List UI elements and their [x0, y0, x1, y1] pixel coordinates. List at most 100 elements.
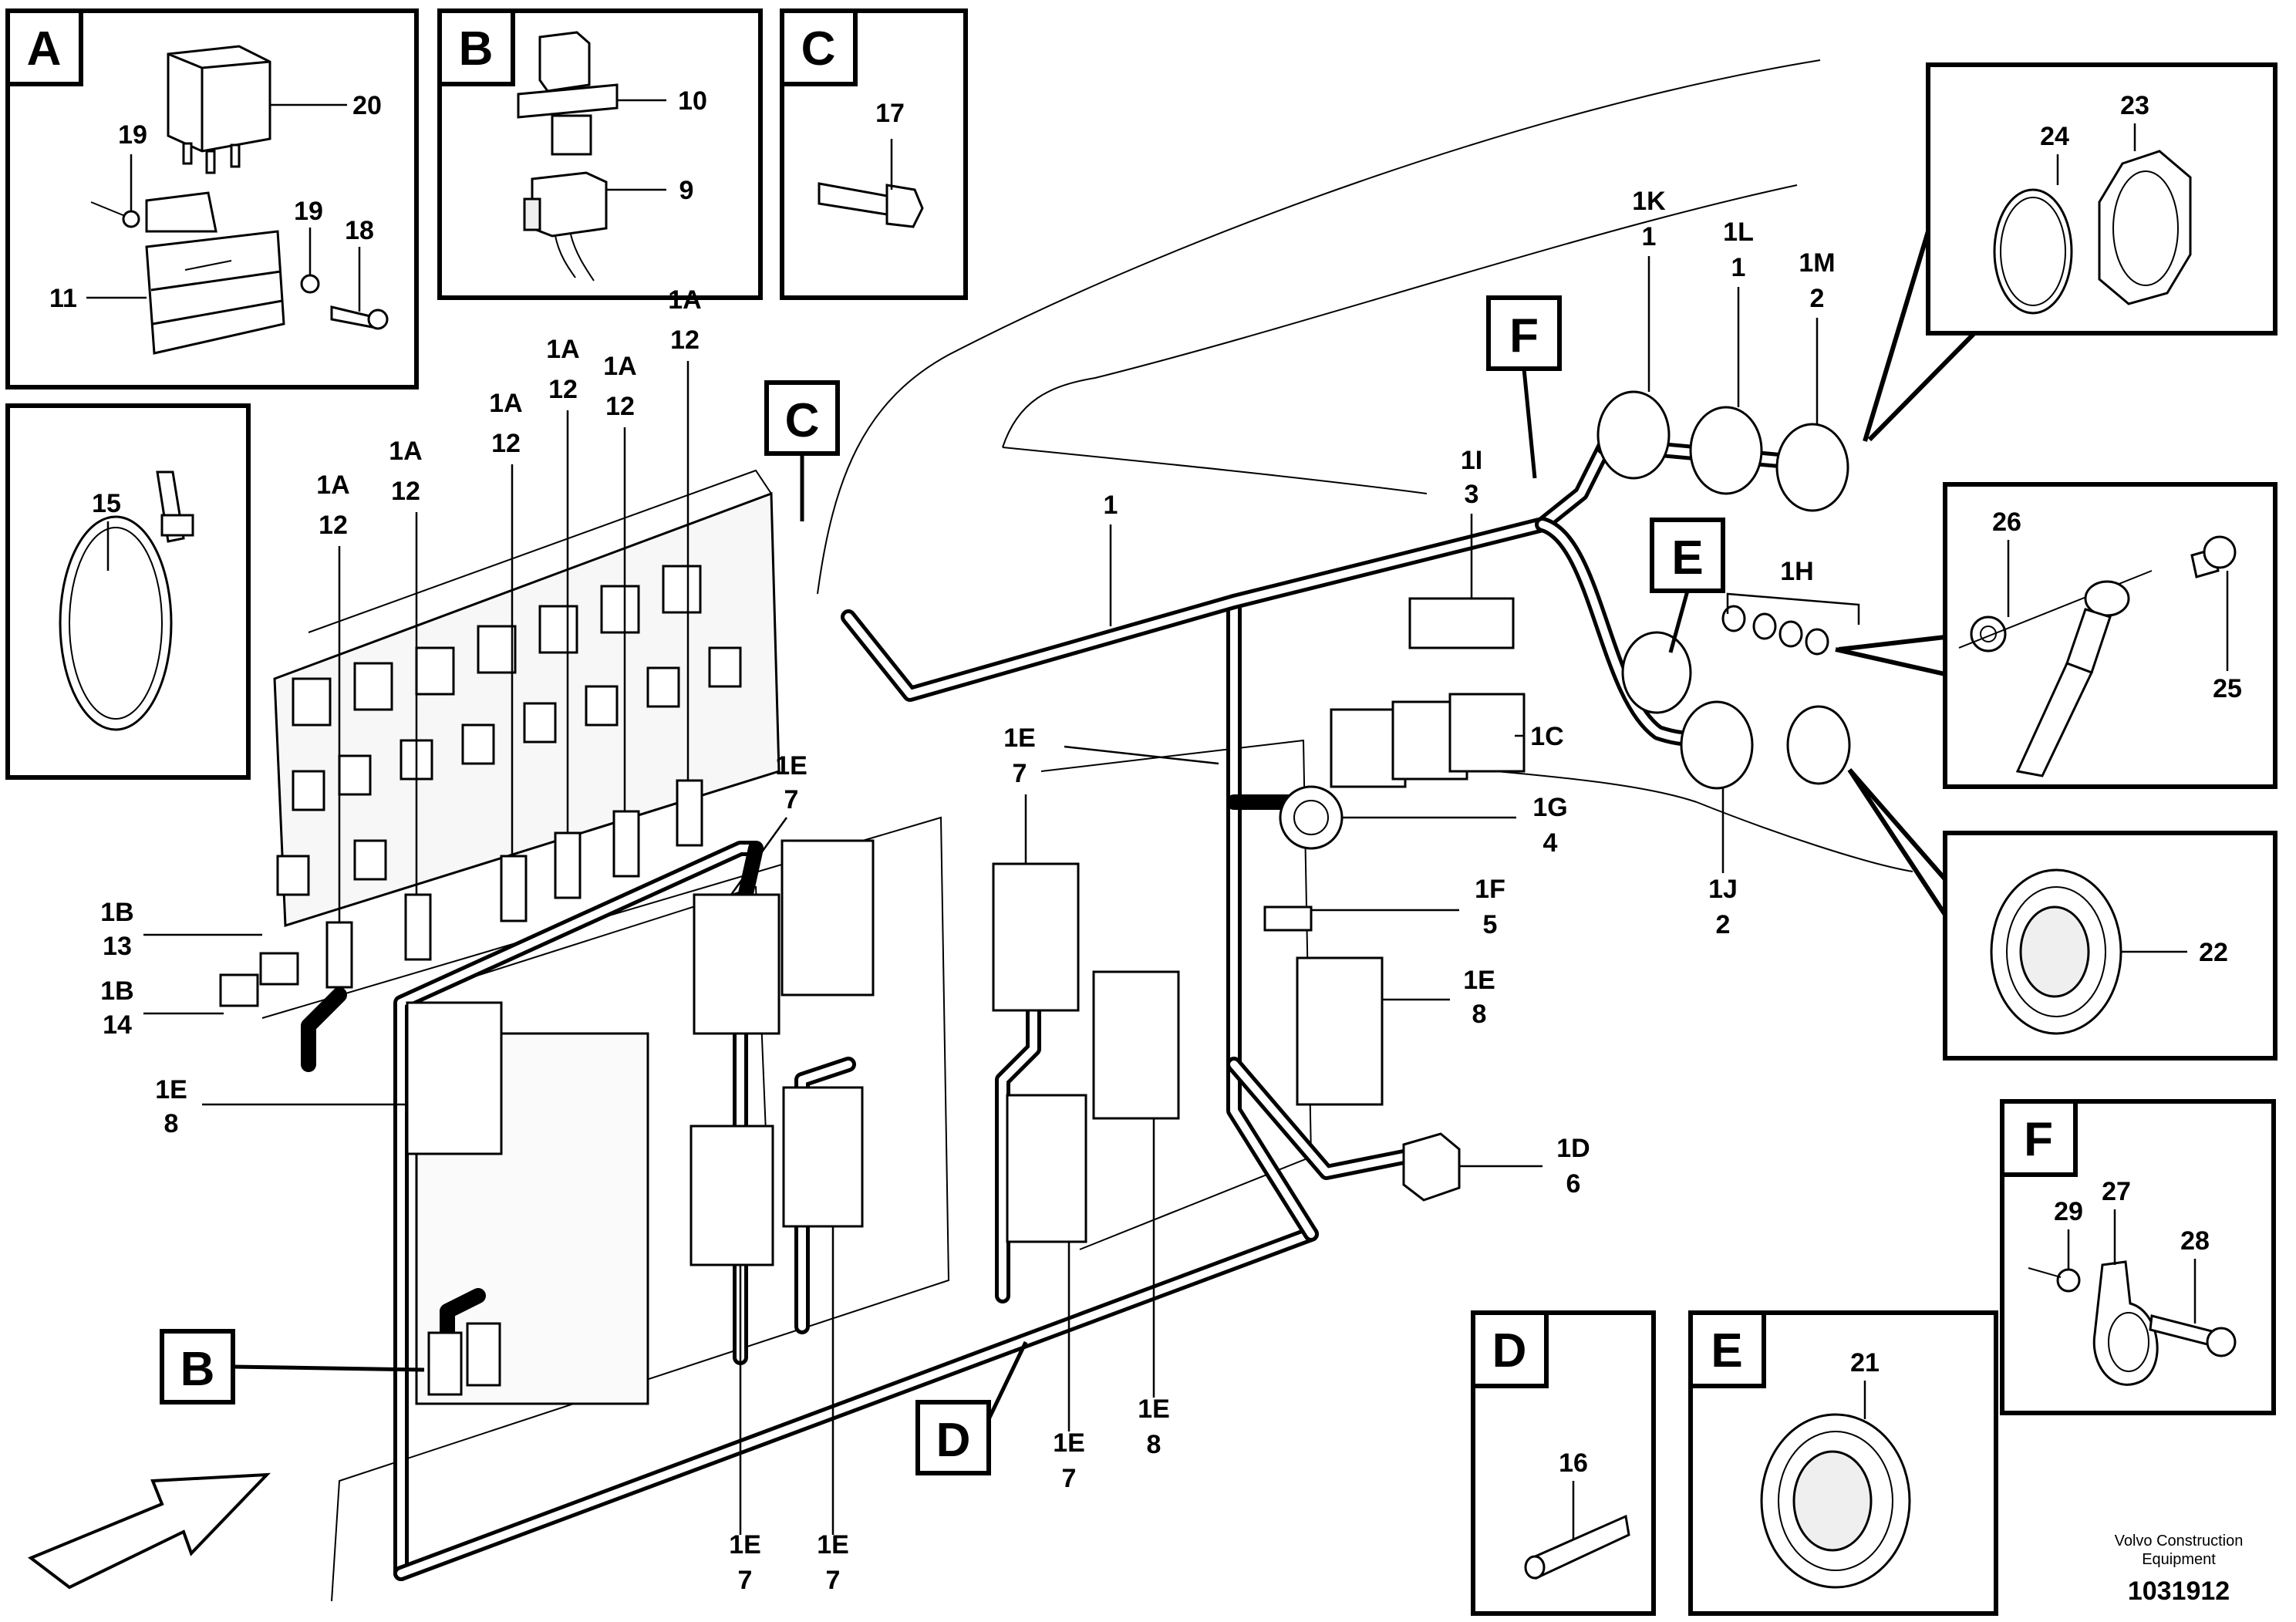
label-1g-2: 4 — [1543, 828, 1558, 858]
switch-connectors-b — [427, 1322, 501, 1396]
label-1a-2: 1A — [389, 437, 422, 466]
foam-pad-e7b — [781, 839, 875, 996]
label-1c: 1C — [1530, 722, 1563, 751]
label-1a-3: 1A — [489, 389, 522, 418]
grommet-1j — [1680, 700, 1754, 790]
foam-pad-e7c — [689, 1125, 774, 1266]
connector-1d — [1402, 1132, 1461, 1202]
callout-c-letter: C — [785, 394, 820, 447]
label-1e-7b-1: 1E — [1003, 723, 1036, 753]
grommet-22-position — [1786, 705, 1851, 785]
toothed-washer-icon — [1970, 615, 2007, 653]
label-12-4: 12 — [548, 375, 578, 404]
label-1i-2: 3 — [1465, 480, 1479, 509]
connector-1i — [1408, 597, 1515, 649]
label-1e-8a-1: 1E — [155, 1075, 187, 1104]
washer-icon — [300, 274, 320, 294]
detail-box-seal: 24 23 — [1863, 62, 2277, 442]
label-1e-8b-1: 1E — [1138, 1394, 1170, 1424]
label-1b-14a: 1B — [100, 976, 133, 1006]
relay-bank — [276, 565, 742, 896]
cable-tie-icon — [59, 470, 194, 731]
clamp-icon — [2092, 1260, 2159, 1386]
label-1e-8c-2: 8 — [1472, 1000, 1487, 1029]
detail-box-e: E 21 — [1688, 1310, 1998, 1616]
grommet-e-position — [1621, 631, 1692, 714]
label-1m-1: 1M — [1799, 248, 1835, 278]
foam-pad-e7d — [782, 1086, 864, 1228]
part-24-label: 24 — [2040, 122, 2069, 151]
label-1e-8b-2: 8 — [1147, 1430, 1161, 1459]
label-1g-1: 1G — [1532, 793, 1567, 822]
label-12-6: 12 — [670, 325, 700, 355]
part-9-label: 9 — [679, 176, 694, 205]
detail-box-a: A 20 19 19 18 — [5, 8, 419, 389]
o-ring-icon — [1993, 188, 2073, 315]
part-11-label: 11 — [49, 284, 77, 313]
label-1k-2: 1 — [1642, 222, 1657, 251]
edge-protector-icon — [1524, 1514, 1630, 1580]
relay-part — [167, 45, 271, 174]
connector-1f — [1263, 905, 1313, 932]
cab-outline — [817, 59, 1913, 872]
detail-box-b-letter: B — [459, 22, 494, 76]
detail-box-f: F 29 27 28 — [2000, 1099, 2276, 1415]
callout-e-letter: E — [1671, 531, 1703, 585]
ground-lugs-1h — [1721, 605, 1829, 656]
label-1h: 1H — [1780, 557, 1813, 586]
part-25-label: 25 — [2213, 674, 2242, 703]
label-1j-2: 2 — [1716, 910, 1731, 939]
label-1a-1: 1A — [316, 470, 349, 500]
label-1f-1: 1F — [1475, 875, 1505, 904]
label-12-2: 12 — [391, 477, 420, 506]
part-16-label: 16 — [1559, 1448, 1588, 1478]
brand-line-2: Equipment — [2142, 1551, 2216, 1568]
label-1d-1: 1D — [1556, 1134, 1590, 1163]
bolt-icon — [2149, 1314, 2237, 1357]
label-1e-7a-1: 1E — [775, 751, 807, 781]
foam-pad-e8b — [1092, 970, 1180, 1120]
detail-box-d: D 16 — [1471, 1310, 1656, 1616]
label-1e-7e-2: 7 — [1062, 1464, 1077, 1493]
part-26-label: 26 — [1992, 508, 2021, 537]
label-1a-5: 1A — [603, 352, 636, 381]
label-1l-2: 1 — [1731, 253, 1746, 282]
part-21-label: 21 — [1850, 1348, 1880, 1378]
callout-e: E — [1650, 518, 1725, 653]
detail-box-b: B 10 9 — [437, 8, 763, 300]
part-19a-label: 19 — [118, 120, 147, 150]
grommet-icon — [1990, 868, 2122, 1035]
callout-b-letter: B — [180, 1343, 215, 1396]
part-18-label: 18 — [345, 216, 374, 245]
label-1a-6: 1A — [668, 285, 701, 315]
foam-pad-e7e — [992, 862, 1080, 1012]
connector-part — [523, 171, 608, 282]
detail-box-c-letter: C — [801, 22, 836, 76]
label-1e-7a-2: 7 — [784, 785, 799, 814]
label-1b-13a: 1B — [100, 898, 133, 927]
detail-box-a-letter: A — [27, 22, 62, 76]
callout-d: D — [915, 1340, 1028, 1475]
label-1a-4: 1A — [546, 335, 579, 364]
label-1e-7c-2: 7 — [738, 1566, 753, 1595]
nut-icon — [2098, 150, 2192, 305]
screw-icon — [2190, 535, 2237, 578]
screw-icon — [330, 305, 389, 330]
detail-box-ground: 26 25 — [1835, 482, 2277, 789]
label-1-main: 1 — [1104, 491, 1118, 520]
part-27-label: 27 — [2102, 1177, 2131, 1206]
label-12-3: 12 — [491, 429, 521, 458]
brand-line-1: Volvo Construction — [2114, 1533, 2244, 1549]
label-1e-7e-1: 1E — [1053, 1428, 1085, 1458]
grommet-icon — [1760, 1413, 1911, 1589]
relay-holder-part — [145, 191, 285, 355]
label-1e-8c-1: 1E — [1463, 966, 1495, 995]
foam-pad-e7f — [1006, 1094, 1087, 1243]
callout-b: B — [160, 1329, 425, 1404]
label-1l-1: 1L — [1723, 218, 1754, 247]
foam-pad-e8c — [1296, 956, 1384, 1106]
detail-box-cable-tie: 15 — [5, 403, 251, 780]
bolt-icon — [818, 182, 924, 228]
label-12-1: 12 — [319, 511, 348, 540]
label-1k-1: 1K — [1632, 187, 1666, 216]
